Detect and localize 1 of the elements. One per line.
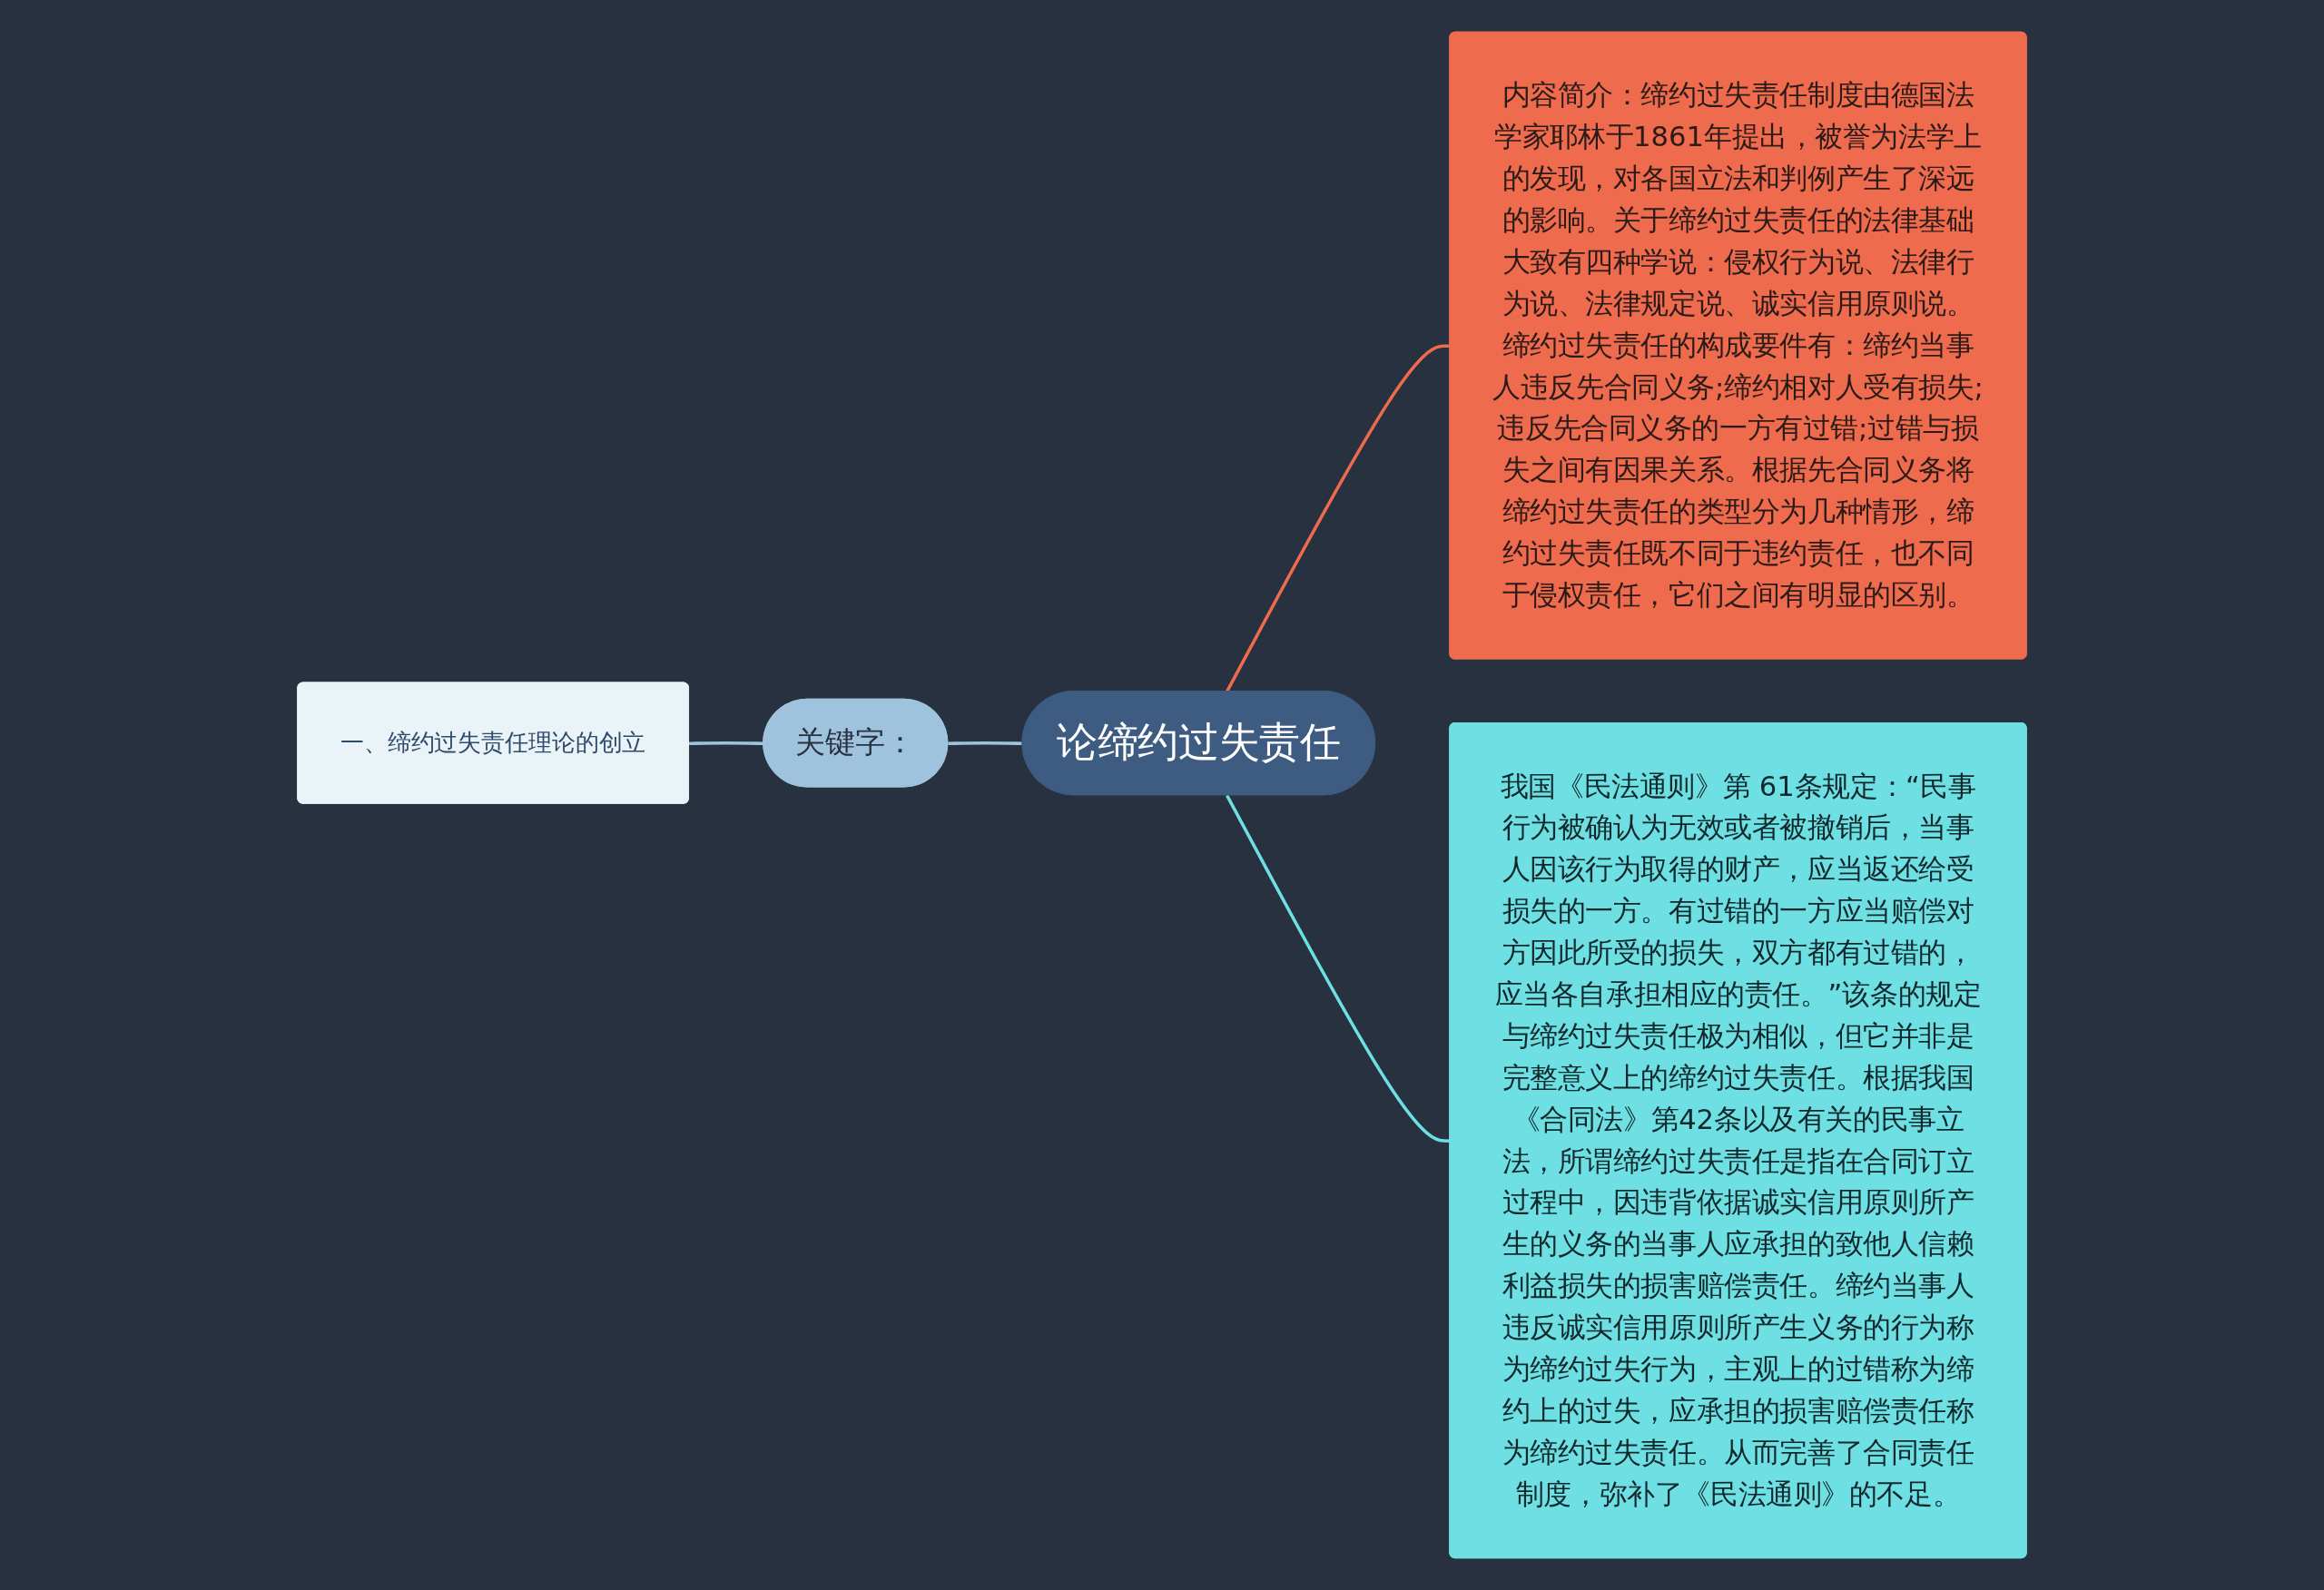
connector <box>948 741 1023 745</box>
